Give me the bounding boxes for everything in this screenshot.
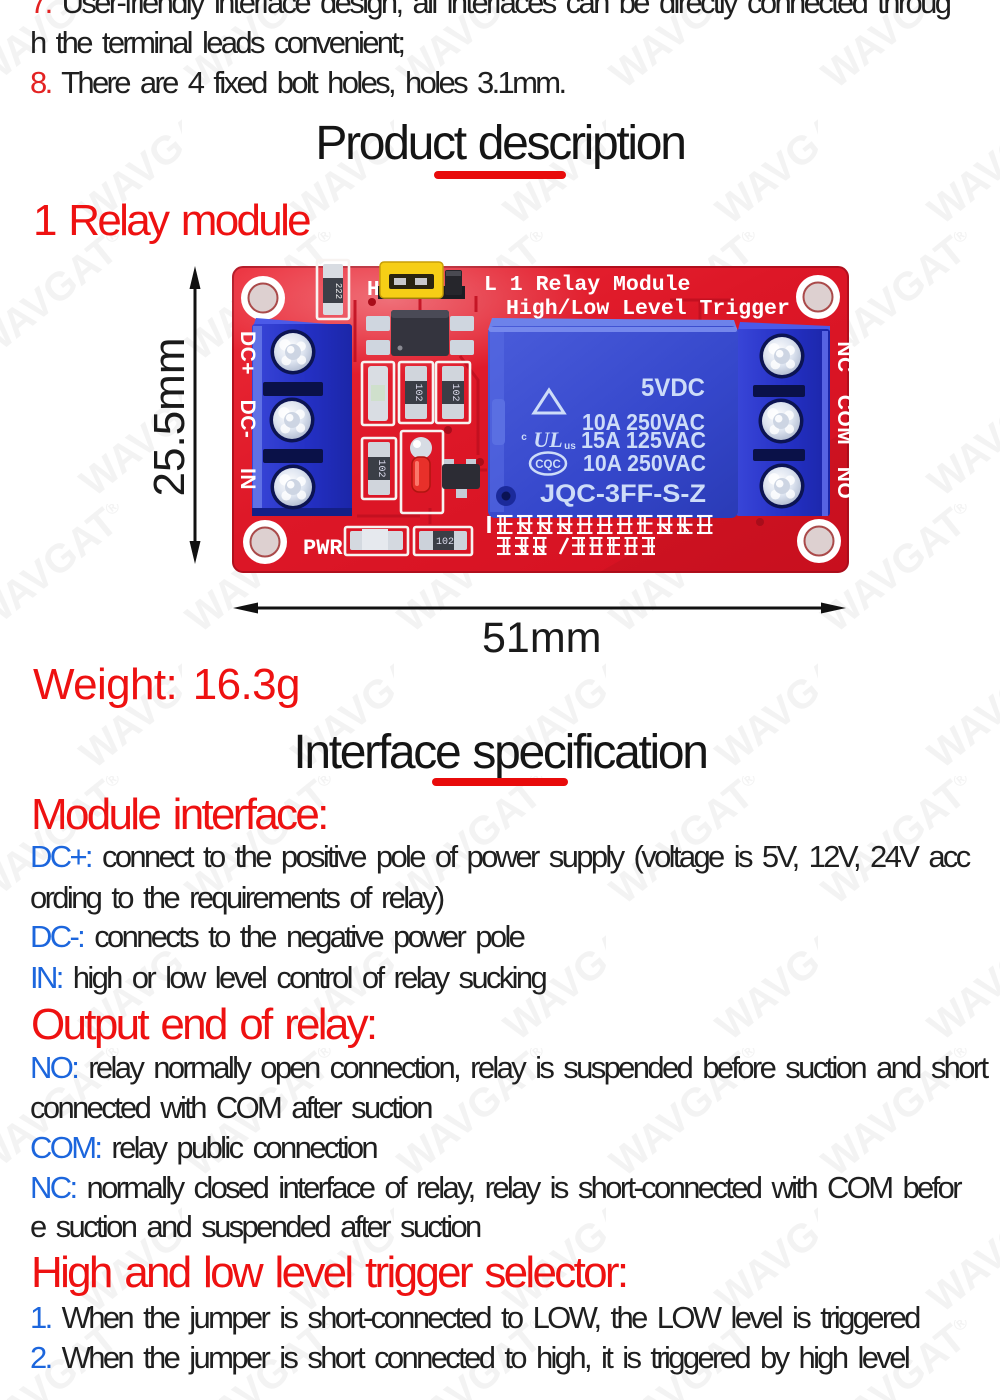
svg-text:25.5mm: 25.5mm [145, 338, 194, 497]
svg-text:DC+: DC+ [236, 331, 259, 375]
svg-text:5VDC: 5VDC [641, 374, 705, 402]
svg-text:51mm: 51mm [482, 614, 601, 662]
svg-text:15A 125VAC: 15A 125VAC [581, 427, 706, 453]
svg-text:102: 102 [375, 459, 386, 477]
svg-text:102: 102 [449, 383, 460, 401]
svg-text:10A 250VAC: 10A 250VAC [583, 450, 706, 476]
svg-text:us: us [564, 441, 576, 452]
svg-text:UL: UL [533, 427, 562, 452]
svg-text:c: c [521, 432, 527, 443]
svg-text:COM: COM [833, 395, 856, 446]
svg-text:PWR: PWR [303, 536, 343, 561]
svg-text:High/Low Level Trigger: High/Low Level Trigger [506, 297, 790, 321]
svg-text:10A 250VAC: 10A 250VAC [582, 409, 705, 435]
svg-text:NC: NC [833, 341, 856, 372]
svg-text:IN: IN [236, 468, 259, 490]
svg-text:H: H [367, 279, 380, 302]
svg-text:JQC-3FF-S-Z: JQC-3FF-S-Z [540, 480, 706, 508]
svg-text:DC-: DC- [236, 400, 259, 439]
svg-text:222: 222 [333, 283, 343, 299]
svg-text:102: 102 [412, 383, 423, 401]
svg-text:NO: NO [833, 467, 856, 500]
svg-text:CQC: CQC [535, 459, 561, 471]
svg-text:102: 102 [436, 537, 454, 548]
svg-text:L 1 Relay Module: L 1 Relay Module [484, 273, 690, 297]
